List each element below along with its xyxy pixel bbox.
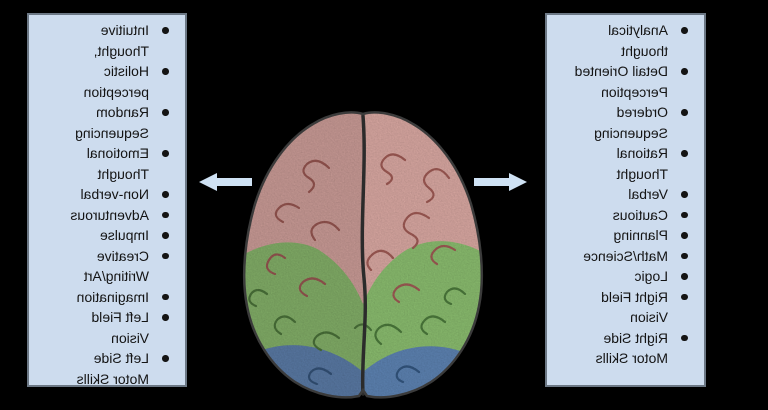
trait-item: Logic <box>551 266 688 287</box>
trait-item: Left Field Vision <box>33 307 169 348</box>
trait-item: Non-verbal <box>33 184 169 205</box>
trait-label: Impulse <box>99 227 149 243</box>
trait-label: Detail Oriented Perception <box>574 63 668 100</box>
bullet-icon <box>681 252 688 259</box>
brain-outline <box>242 111 484 399</box>
trait-item: Left Side Motor Skills <box>33 348 169 389</box>
trait-item: Analytical thought <box>551 20 688 61</box>
trait-label: Left Field Vision <box>91 309 149 346</box>
trait-label: Planning <box>613 227 669 243</box>
bullet-icon <box>162 68 169 75</box>
bullet-icon <box>162 355 169 362</box>
trait-label: Adventurous <box>70 206 149 223</box>
trait-label: Creative Writing/Art <box>83 247 149 285</box>
arrow-left-icon <box>199 173 252 191</box>
bullet-icon <box>162 314 169 321</box>
trait-item: Rational Thought <box>551 143 688 184</box>
bullet-icon <box>681 211 688 218</box>
brain-top-view-illustration <box>242 111 484 399</box>
trait-item: Imagination <box>33 287 169 308</box>
bullet-icon <box>681 27 688 34</box>
trait-label: Left Side Motor Skills <box>76 350 149 387</box>
trait-item: Verbal <box>551 184 688 205</box>
trait-label: Rational Thought <box>616 145 668 182</box>
trait-item: Creative Writing/Art <box>33 246 169 287</box>
trait-item: Emotional Thought <box>33 143 169 184</box>
trait-item: Right Field Vision <box>551 287 688 328</box>
bullet-icon <box>681 232 688 239</box>
bullet-icon <box>162 232 169 239</box>
trait-label: Emotional Thought <box>86 145 149 182</box>
trait-item: Impulse <box>33 225 169 246</box>
trait-item: Intuitive Thought, <box>33 20 169 61</box>
trait-label: Ordered Sequencing <box>594 104 668 141</box>
bullet-icon <box>162 293 169 300</box>
trait-item: Ordered Sequencing <box>551 102 688 143</box>
bullet-icon <box>681 68 688 75</box>
bullet-icon <box>162 109 169 116</box>
trait-label: Math/Science <box>583 247 668 264</box>
trait-label: Cautious <box>612 206 668 223</box>
trait-item: Right Side Motor Skills <box>551 328 688 369</box>
arrow-right-icon <box>474 173 527 191</box>
bullet-icon <box>681 191 688 198</box>
bullet-icon <box>162 150 169 157</box>
trait-label: Holistic perception <box>83 63 149 100</box>
bullet-icon <box>162 211 169 218</box>
bullet-icon <box>162 191 169 198</box>
bullet-icon <box>162 27 169 34</box>
trait-label: Non-verbal <box>80 186 149 202</box>
trait-item: Detail Oriented Perception <box>551 61 688 102</box>
bullet-icon <box>681 273 688 280</box>
trait-label: Random Sequencing <box>75 104 149 141</box>
trait-item: Adventurous <box>33 205 169 226</box>
longitudinal-fissure <box>360 114 367 396</box>
bullet-icon <box>681 293 688 300</box>
bullet-icon <box>681 150 688 157</box>
trait-label: Verbal <box>628 186 668 202</box>
trait-label: Intuitive Thought, <box>93 22 149 59</box>
trait-item: Math/Science <box>551 246 688 267</box>
trait-label: Imagination <box>76 288 149 305</box>
trait-item: Cautious <box>551 205 688 226</box>
trait-label: Right Side Motor Skills <box>595 329 668 367</box>
bullet-icon <box>681 109 688 116</box>
trait-item: Random Sequencing <box>33 102 169 143</box>
bullet-icon <box>162 252 169 259</box>
bullet-icon <box>681 334 688 341</box>
trait-label: Analytical thought <box>608 22 668 59</box>
trait-item: Holistic perception <box>33 61 169 102</box>
trait-item: Planning <box>551 225 688 246</box>
trait-label: Logic <box>634 268 668 284</box>
trait-label: Right Field Vision <box>601 288 668 326</box>
